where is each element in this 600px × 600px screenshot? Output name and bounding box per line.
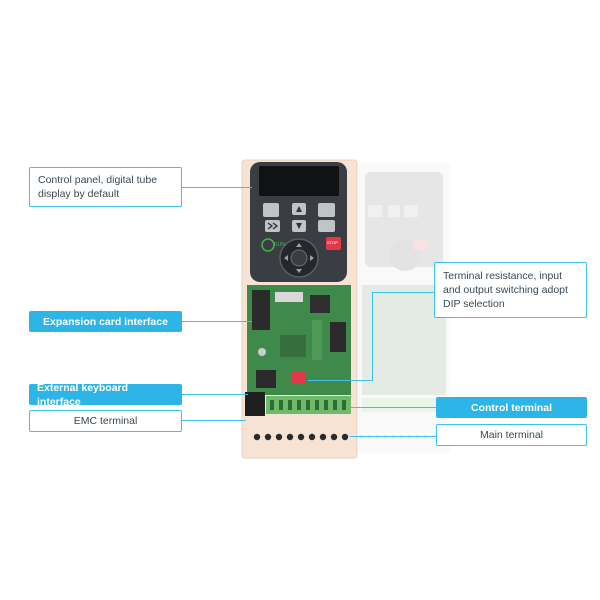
callout-control-panel: Control panel, digital tube display by d…: [29, 167, 182, 207]
main-terminal-screws: [253, 433, 349, 441]
leader-line-control-terminal: [351, 407, 436, 408]
callout-expansion-card: Expansion card interface: [29, 311, 182, 332]
leader-line-dip-h2: [308, 380, 373, 381]
digital-tube-display: [259, 166, 339, 196]
run-key: [261, 238, 275, 252]
callout-control-terminal: Control terminal: [436, 397, 587, 418]
run-key-label: RUN: [274, 242, 285, 248]
leader-line-emc: [182, 420, 246, 421]
callout-external-keyboard: External keyboard interface: [29, 382, 182, 408]
leader-line-expansion: [182, 321, 252, 322]
callout-main-terminal: Main terminal: [436, 424, 587, 446]
callout-dip-selection: Terminal resistance, input and output sw…: [434, 262, 587, 318]
stop-key: [326, 237, 341, 250]
leader-line-control-panel: [182, 187, 252, 188]
dip-switch: [292, 372, 306, 384]
leader-line-dip-v: [372, 292, 373, 380]
leader-line-main-terminal: [350, 436, 436, 437]
callout-emc-terminal: EMC terminal: [29, 410, 182, 432]
leader-line-dip-h: [372, 292, 434, 293]
leader-line-keyboard: [182, 394, 248, 395]
stop-key-label: STOP: [327, 240, 338, 245]
emc-terminal-block: [245, 392, 265, 416]
